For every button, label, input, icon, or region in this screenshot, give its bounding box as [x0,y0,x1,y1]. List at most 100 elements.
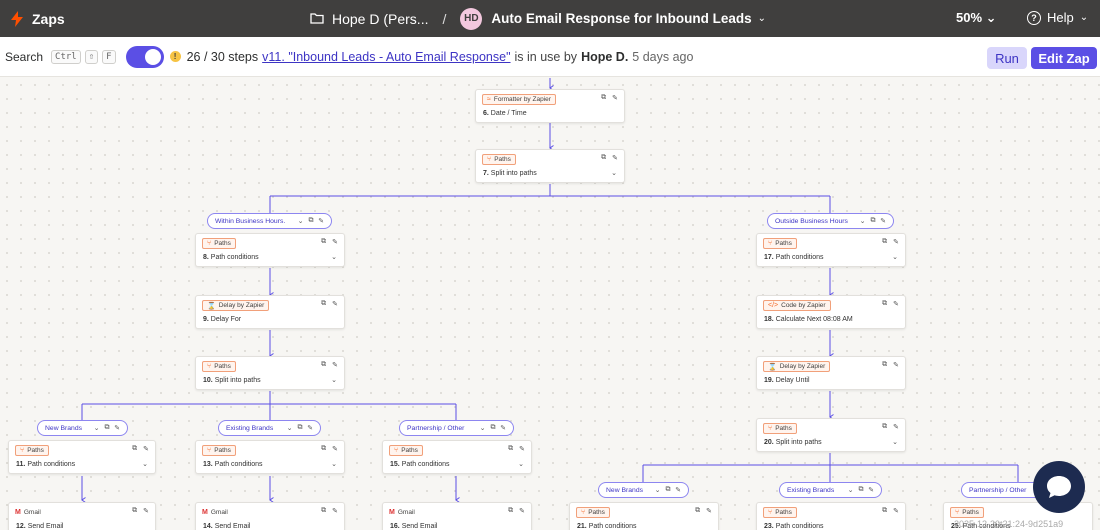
chevron-down-icon[interactable]: ⌄ [847,487,854,494]
path-label[interactable]: Existing Brands ⌄⧉✎ [779,482,882,498]
zaps-home-link[interactable]: Zaps [10,10,65,27]
copy-icon[interactable]: ⧉ [601,154,607,161]
copy-icon[interactable]: ⧉ [297,424,303,431]
step-card[interactable]: ⑂Paths ⧉✎ 15. Path conditions ⌄ [382,440,532,474]
step-card[interactable]: ⌛Delay by Zapier ⧉✎ 9. Delay For [195,295,345,329]
chevron-down-icon[interactable]: ⌄ [93,425,100,432]
edit-icon[interactable]: ✎ [519,446,525,453]
chat-support-button[interactable] [1033,461,1085,513]
edit-icon[interactable]: ✎ [332,239,338,246]
copy-icon[interactable]: ⧉ [490,424,496,431]
edit-icon[interactable]: ✎ [332,362,338,369]
chevron-down-icon[interactable]: ⌄ [331,254,337,261]
copy-icon[interactable]: ⧉ [308,217,314,224]
step-card[interactable]: ⑂Paths ⧉✎ 20. Split into paths ⌄ [756,418,906,452]
copy-icon[interactable]: ⧉ [321,507,327,514]
copy-icon[interactable]: ⧉ [882,507,888,514]
step-card[interactable]: ⑂Paths ⧉✎ 11. Path conditions ⌄ [8,440,156,474]
edit-icon[interactable]: ✎ [893,239,899,246]
zap-canvas[interactable]: ≈Formatter by Zapier ⧉✎ 6. Date / Time ⑂… [0,78,1100,530]
chevron-down-icon[interactable]: ⌄ [654,487,661,494]
step-card[interactable]: ⌛Delay by Zapier ⧉✎ 19. Delay Until [756,356,906,390]
path-label[interactable]: Within Business Hours. ⌄⧉✎ [207,213,332,229]
edit-icon[interactable]: ✎ [893,508,899,515]
path-label[interactable]: Partnership / Other ⌄⧉✎ [399,420,514,436]
copy-icon[interactable]: ⧉ [321,445,327,452]
edit-icon[interactable]: ✎ [332,446,338,453]
zap-title[interactable]: Auto Email Response for Inbound Leads [491,11,752,26]
path-label[interactable]: Outside Business Hours ⌄⧉✎ [767,213,894,229]
run-button[interactable]: Run [987,47,1027,69]
step-card[interactable]: ⑂Paths ⧉✎ 8. Path conditions ⌄ [195,233,345,267]
step-card[interactable]: ⑂Paths ⧉✎ 21. Path conditions [569,502,719,530]
copy-icon[interactable]: ⧉ [601,94,607,101]
edit-icon[interactable]: ✎ [893,424,899,431]
zap-on-toggle[interactable] [125,45,164,68]
edit-icon[interactable]: ✎ [318,218,324,225]
chevron-down-icon[interactable]: ⌄ [286,425,293,432]
edit-zap-button[interactable]: Edit Zap [1031,47,1097,69]
step-card[interactable]: ⑂Paths ⧉✎ 7. Split into paths ⌄ [475,149,625,183]
edit-icon[interactable]: ✎ [307,425,313,432]
copy-icon[interactable]: ⧉ [870,217,876,224]
chevron-down-icon[interactable]: ⌄ [142,461,148,468]
edit-icon[interactable]: ✎ [500,425,506,432]
copy-icon[interactable]: ⧉ [132,445,138,452]
edit-icon[interactable]: ✎ [868,487,874,494]
zoom-menu[interactable]: 50% ⌄ [956,10,997,26]
chevron-down-icon[interactable]: ⌄ [859,218,866,225]
chevron-down-icon[interactable]: ⌄ [757,13,767,24]
edit-icon[interactable]: ✎ [143,508,149,515]
copy-icon[interactable]: ⧉ [508,445,514,452]
copy-icon[interactable]: ⧉ [104,424,110,431]
copy-icon[interactable]: ⧉ [882,238,888,245]
step-card[interactable]: </>Code by Zapier ⧉✎ 18. Calculate Next … [756,295,906,329]
step-card[interactable]: ⑂Paths ⧉✎ 23. Path conditions [756,502,906,530]
step-card[interactable]: ≈Formatter by Zapier ⧉✎ 6. Date / Time [475,89,625,123]
copy-icon[interactable]: ⧉ [665,486,671,493]
path-label[interactable]: New Brands ⌄⧉✎ [37,420,128,436]
edit-icon[interactable]: ✎ [114,425,120,432]
chevron-down-icon[interactable]: ⌄ [331,461,337,468]
chevron-down-icon[interactable]: ⌄ [479,425,486,432]
edit-icon[interactable]: ✎ [893,301,899,308]
edit-icon[interactable]: ✎ [612,155,618,162]
edit-icon[interactable]: ✎ [880,218,886,225]
copy-icon[interactable]: ⧉ [132,507,138,514]
copy-icon[interactable]: ⧉ [858,486,864,493]
chevron-down-icon[interactable]: ⌄ [892,254,898,261]
step-card[interactable]: ⑂Paths ⧉✎ 13. Path conditions ⌄ [195,440,345,474]
edit-icon[interactable]: ✎ [332,301,338,308]
step-card[interactable]: ⑂Paths ⧉✎ 17. Path conditions ⌄ [756,233,906,267]
step-card[interactable]: ⑂Paths ⧉✎ 10. Split into paths ⌄ [195,356,345,390]
edit-icon[interactable]: ✎ [706,508,712,515]
copy-icon[interactable]: ⧉ [882,423,888,430]
search-label[interactable]: Search [5,49,44,64]
chevron-down-icon[interactable]: ⌄ [297,218,304,225]
path-label[interactable]: Existing Brands ⌄⧉✎ [218,420,321,436]
copy-icon[interactable]: ⧉ [882,361,888,368]
copy-icon[interactable]: ⧉ [321,238,327,245]
copy-icon[interactable]: ⧉ [508,507,514,514]
edit-icon[interactable]: ✎ [612,95,618,102]
edit-icon[interactable]: ✎ [143,446,149,453]
version-link[interactable]: v11. "Inbound Leads - Auto Email Respons… [262,49,511,64]
copy-icon[interactable]: ⧉ [321,361,327,368]
help-menu[interactable]: ? Help ⌄ [1027,10,1088,25]
folder-link[interactable]: Hope D (Pers... [332,10,429,27]
copy-icon[interactable]: ⧉ [695,507,701,514]
chevron-down-icon[interactable]: ⌄ [611,170,617,177]
edit-icon[interactable]: ✎ [332,508,338,515]
copy-icon[interactable]: ⧉ [321,300,327,307]
edit-icon[interactable]: ✎ [893,362,899,369]
edit-icon[interactable]: ✎ [675,487,681,494]
copy-icon[interactable]: ⧉ [882,300,888,307]
chevron-down-icon[interactable]: ⌄ [518,461,524,468]
path-label[interactable]: New Brands ⌄⧉✎ [598,482,689,498]
chevron-down-icon[interactable]: ⌄ [331,377,337,384]
edit-icon[interactable]: ✎ [519,508,525,515]
chevron-down-icon[interactable]: ⌄ [892,439,898,446]
